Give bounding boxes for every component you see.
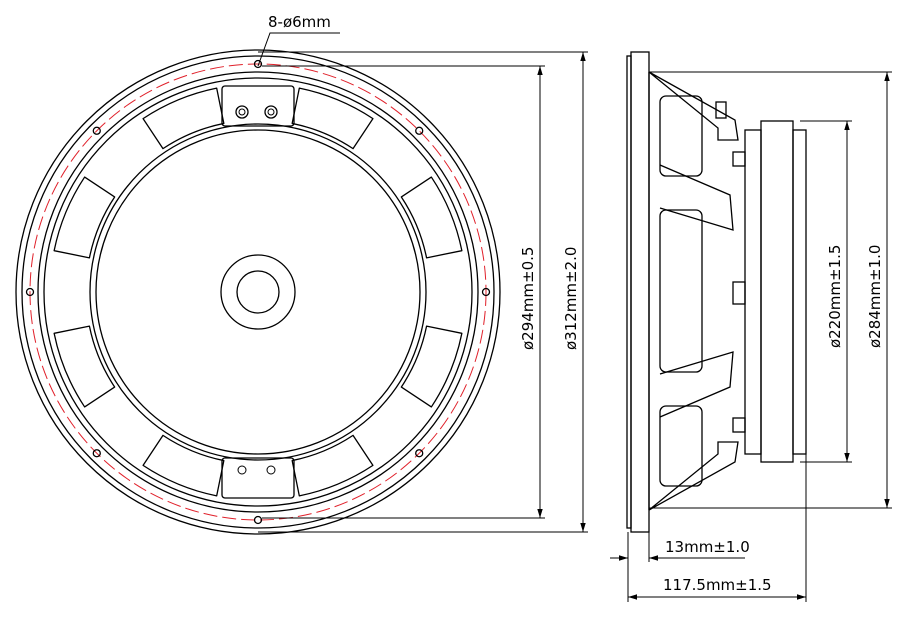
dim-220-label: ø220mm±1.5 bbox=[826, 245, 844, 348]
terminal-icon bbox=[235, 105, 249, 119]
basket-window bbox=[659, 95, 703, 177]
basket-windows bbox=[53, 87, 463, 497]
surround-circle bbox=[43, 77, 473, 507]
dim-284-label: ø284mm±1.0 bbox=[866, 245, 884, 348]
mounting-hole bbox=[92, 449, 101, 458]
basket-window bbox=[53, 176, 116, 259]
back-plate bbox=[792, 129, 807, 455]
basket-window bbox=[53, 325, 116, 408]
basket-window bbox=[142, 87, 225, 150]
basket-top bbox=[648, 71, 739, 141]
basket-window bbox=[291, 87, 374, 150]
mounting-hole bbox=[25, 287, 35, 297]
mounting-hole bbox=[415, 126, 424, 135]
mounting-flange bbox=[630, 51, 650, 533]
basket-window bbox=[659, 405, 703, 487]
front-view: 8-ø6mm ø294mm±0.5 ø312mm±2.0 bbox=[15, 13, 588, 535]
basket-spoke bbox=[659, 351, 734, 418]
hole-leader-line bbox=[257, 32, 340, 67]
dim-312-label: ø312mm±2.0 bbox=[562, 247, 580, 350]
frame-edge-circle bbox=[21, 55, 495, 529]
top-plate bbox=[744, 129, 762, 455]
pitch-circle bbox=[29, 63, 487, 521]
terminal-block-top bbox=[221, 85, 295, 127]
basket-window bbox=[400, 325, 463, 408]
outer-frame-circle bbox=[15, 49, 501, 535]
mounting-hole bbox=[481, 287, 491, 297]
basket-window bbox=[400, 176, 463, 259]
basket-window bbox=[291, 434, 374, 497]
hole-label: 8-ø6mm bbox=[268, 13, 331, 31]
mounting-hole bbox=[415, 449, 424, 458]
dim-294-label: ø294mm±0.5 bbox=[519, 247, 537, 350]
gasket-circle bbox=[37, 71, 479, 513]
dim-117-label: 117.5mm±1.5 bbox=[663, 576, 772, 594]
basket-window bbox=[659, 209, 703, 373]
mounting-hole bbox=[92, 126, 101, 135]
terminal-block-bottom bbox=[221, 457, 295, 499]
mounting-hole bbox=[253, 515, 263, 525]
dust-cap-outer bbox=[220, 254, 296, 330]
terminal-side bbox=[715, 101, 727, 119]
mounting-holes bbox=[25, 59, 491, 525]
terminal-icon bbox=[264, 105, 278, 119]
basket-bottom bbox=[648, 441, 739, 511]
side-view: ø220mm±1.5 ø284mm±1.0 13mm±1.0 117.5mm±1… bbox=[610, 51, 892, 602]
magnet bbox=[760, 120, 794, 463]
mounting-hole bbox=[253, 59, 263, 69]
dim-13-label: 13mm±1.0 bbox=[665, 538, 750, 556]
cone-outer-circle bbox=[89, 123, 427, 461]
basket-window bbox=[142, 434, 225, 497]
cone-inner-circle bbox=[95, 129, 421, 455]
dust-cap-inner bbox=[236, 270, 280, 314]
basket-spoke bbox=[659, 164, 734, 231]
